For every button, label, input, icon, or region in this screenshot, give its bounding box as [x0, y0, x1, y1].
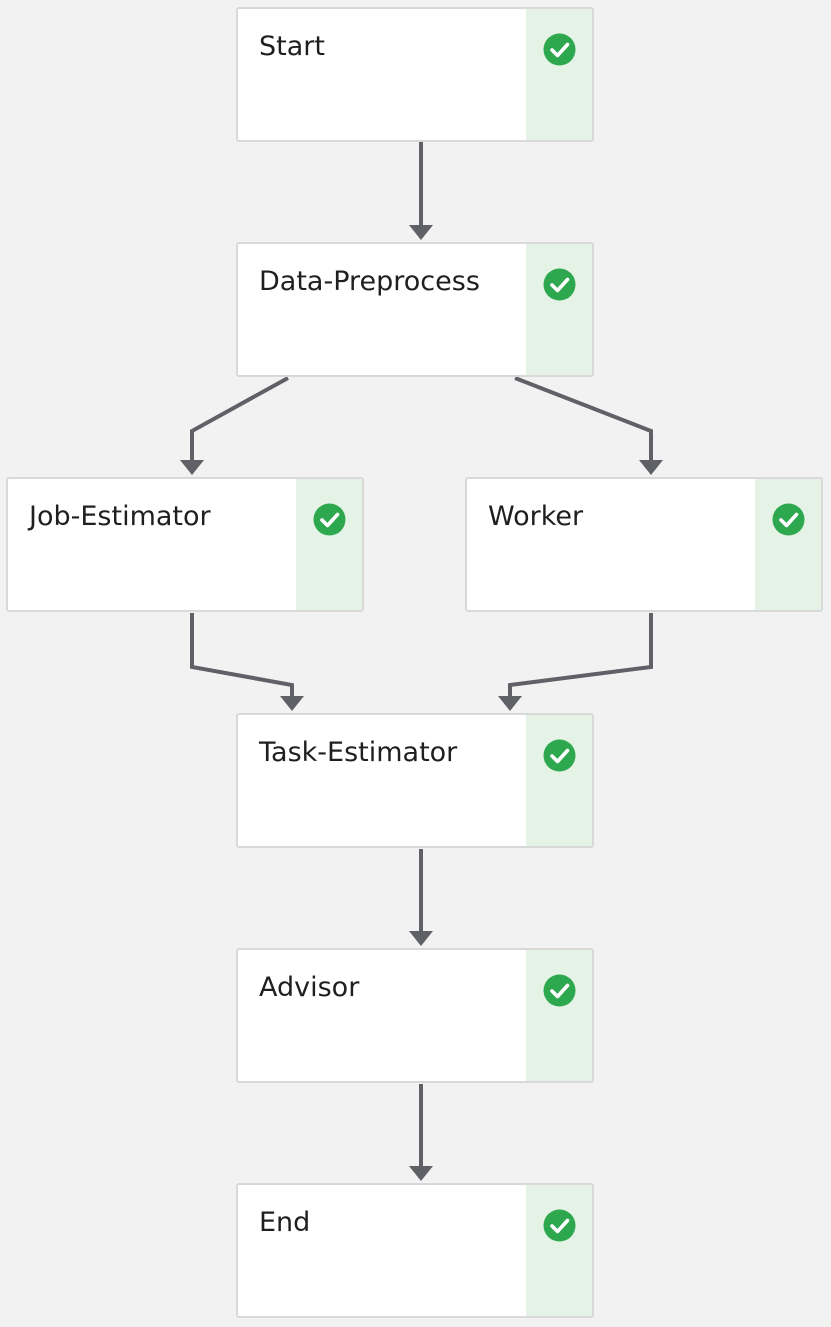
check-circle-icon — [543, 33, 575, 65]
status-panel — [296, 479, 362, 610]
node-label: Advisor — [259, 972, 360, 1003]
edge-worker-to-task-estimator — [508, 613, 653, 697]
arrowhead-task-estimator-right — [498, 696, 522, 711]
status-panel — [526, 1185, 592, 1316]
node-label: Data-Preprocess — [259, 266, 480, 297]
arrowhead-job-estimator — [180, 460, 204, 475]
node-label: End — [259, 1207, 311, 1238]
node-task-estimator[interactable]: Task-Estimator — [236, 713, 594, 848]
node-label: Start — [259, 31, 325, 62]
arrowhead-data-preprocess — [409, 225, 433, 240]
check-circle-icon — [543, 739, 575, 771]
arrowhead-advisor — [409, 931, 433, 946]
edge-data-preprocess-to-worker — [514, 376, 653, 461]
status-panel — [526, 9, 592, 140]
arrowhead-end — [409, 1166, 433, 1181]
status-panel — [526, 715, 592, 846]
check-circle-icon — [543, 268, 575, 300]
edge-data-preprocess-to-job-estimator — [190, 376, 289, 461]
node-label: Task-Estimator — [259, 737, 458, 768]
node-end[interactable]: End — [236, 1183, 594, 1318]
status-panel — [526, 950, 592, 1081]
node-job-estimator[interactable]: Job-Estimator — [6, 477, 364, 612]
node-worker[interactable]: Worker — [465, 477, 823, 612]
check-circle-icon — [772, 503, 804, 535]
arrowhead-task-estimator-left — [280, 696, 304, 711]
arrowhead-worker — [639, 460, 663, 475]
edge-job-estimator-to-task-estimator — [190, 613, 294, 697]
node-data-preprocess[interactable]: Data-Preprocess — [236, 242, 594, 377]
status-panel — [526, 244, 592, 375]
node-label: Worker — [488, 501, 584, 532]
status-panel — [755, 479, 821, 610]
node-start[interactable]: Start — [236, 7, 594, 142]
node-advisor[interactable]: Advisor — [236, 948, 594, 1083]
check-circle-icon — [543, 1209, 575, 1241]
node-label: Job-Estimator — [29, 501, 211, 532]
check-circle-icon — [543, 974, 575, 1006]
check-circle-icon — [313, 503, 345, 535]
